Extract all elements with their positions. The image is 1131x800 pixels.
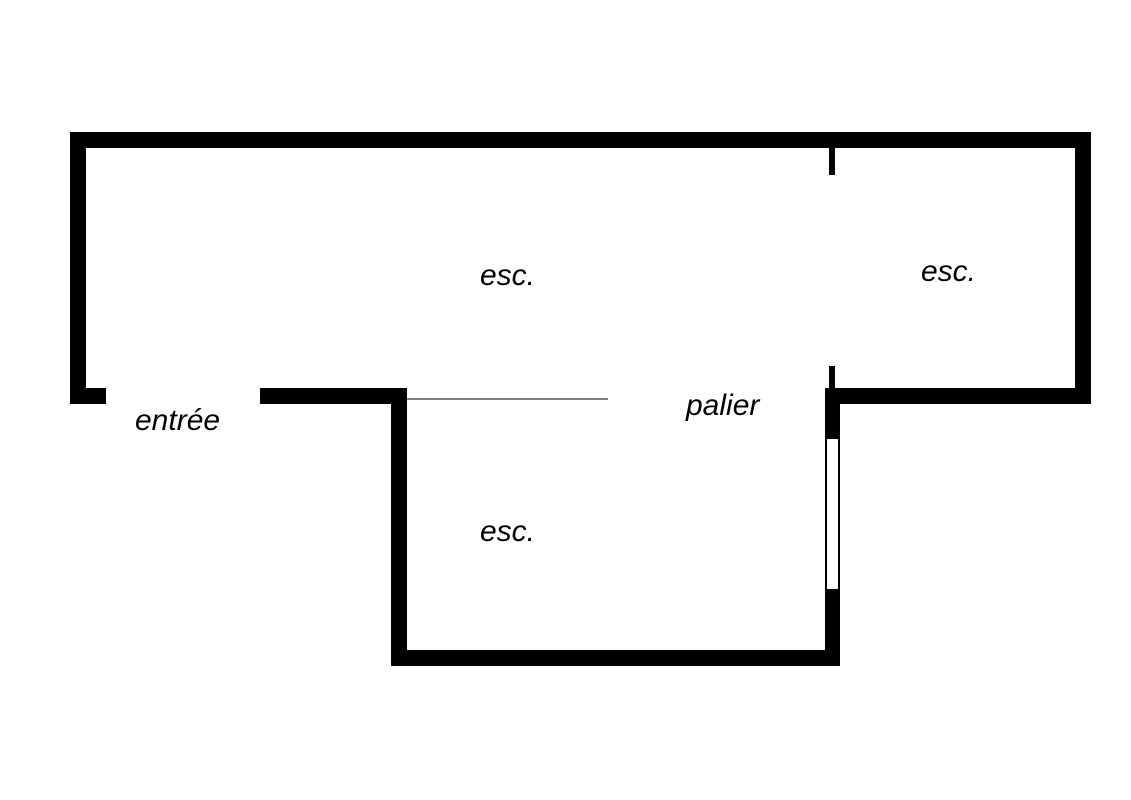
wall-bottom-left bbox=[391, 388, 407, 666]
label-entrance: entrée bbox=[135, 404, 220, 437]
wall-right-lower bbox=[825, 388, 1091, 404]
wall-left-stub bbox=[70, 388, 106, 404]
partition-upper bbox=[829, 148, 835, 175]
wall-left bbox=[70, 132, 86, 404]
walls bbox=[70, 132, 1091, 666]
partition-lower bbox=[829, 366, 835, 390]
label-stair-top: esc. bbox=[480, 259, 535, 292]
label-stair-bottom: esc. bbox=[480, 515, 535, 548]
label-stair-right: esc. bbox=[921, 255, 976, 288]
window bbox=[825, 437, 840, 591]
window-glass bbox=[825, 437, 840, 591]
label-landing: palier bbox=[685, 389, 760, 422]
wall-window-top bbox=[825, 396, 840, 438]
wall-top bbox=[70, 132, 1091, 148]
wall-bottom bbox=[391, 650, 840, 666]
wall-right bbox=[1075, 132, 1091, 404]
wall-entrance-right bbox=[260, 388, 407, 404]
wall-window-bottom bbox=[825, 590, 840, 666]
